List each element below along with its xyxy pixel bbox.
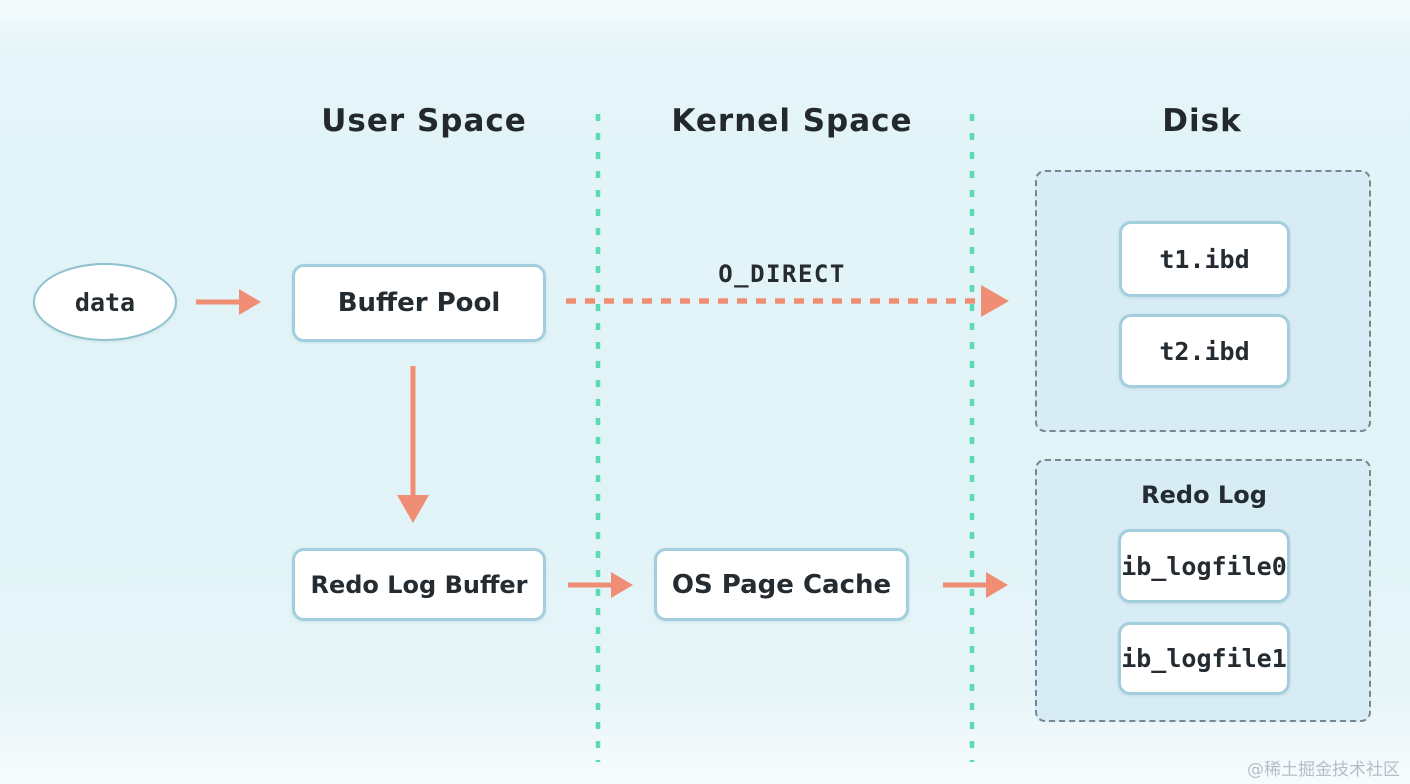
disk-tablespace-group: t1.ibd t2.ibd [1035, 170, 1371, 432]
node-t2-ibd: t2.ibd [1119, 314, 1290, 388]
node-os-page-cache: OS Page Cache [654, 548, 909, 621]
node-data: data [33, 263, 177, 341]
node-t1-ibd: t1.ibd [1119, 221, 1290, 297]
node-redo-log-buffer: Redo Log Buffer [292, 548, 546, 621]
node-ib-logfile1: ib_logfile1 [1118, 622, 1290, 695]
column-title-disk: Disk [1162, 103, 1242, 139]
label-o-direct: O_DIRECT [718, 260, 846, 288]
node-ib-logfile0: ib_logfile0 [1118, 529, 1290, 603]
disk-redo-log-group: Redo Log ib_logfile0 ib_logfile1 [1035, 459, 1371, 722]
column-title-kernel-space: Kernel Space [671, 103, 913, 139]
column-title-user-space: User Space [321, 103, 527, 139]
node-buffer-pool: Buffer Pool [292, 264, 546, 342]
redo-log-group-title: Redo Log [1141, 481, 1267, 509]
watermark: @稀土掘金技术社区 [1247, 760, 1400, 780]
